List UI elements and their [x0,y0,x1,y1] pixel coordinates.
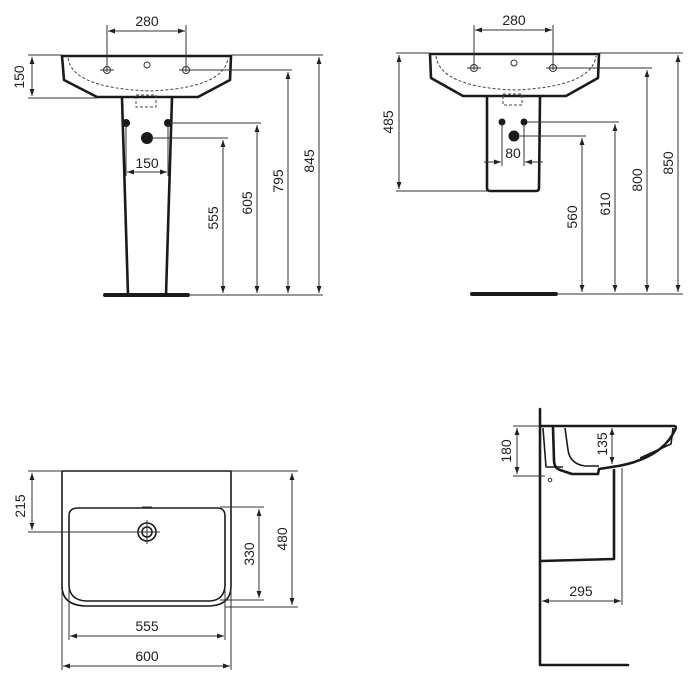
basin-outline [60,54,233,99]
dim-supply-height: 605 [239,191,255,215]
front-rim-outline [639,427,674,459]
dim-bowl-width: 555 [135,618,159,634]
waste-pipe-icon [141,132,153,144]
basin-outline [428,52,601,98]
wall-and-floor-outline [538,407,630,667]
dim-bowl-depth: 135 [594,432,610,456]
bowl-inner-outline [564,427,599,467]
dim-tap-spacing: 280 [502,12,526,28]
dim-rim-height: 845 [301,149,317,173]
semi-pedestal-front-view: 280 485 80 560 610 800 850 [380,12,683,296]
dim-overall-depth: 480 [274,527,290,551]
dim-basin-depth: 150 [11,65,27,89]
back-rim-outline [542,427,563,468]
dim-bowl-depth: 330 [241,542,257,566]
center-hole-icon [510,59,518,67]
fixing-point-icon [547,477,553,483]
dim-fixing-height: 485 [380,110,396,134]
plan-view: 215 330 480 555 600 [12,470,298,670]
dim-tap-height: 800 [629,168,645,192]
supply-right-icon [520,118,528,126]
dim-back-height: 180 [498,439,514,463]
bowl-hidden-line [435,55,597,91]
bowl-hidden-line [67,57,229,92]
waste-outlet-hidden [135,94,157,108]
dim-supply-height: 610 [597,192,613,216]
pedestal-outline [120,96,174,297]
supply-right-icon [164,119,172,127]
dim-overall-width: 600 [135,648,159,664]
waste-pipe-icon [508,130,520,142]
side-view: 180 135 295 [498,407,678,667]
supply-left-icon [498,118,506,126]
dim-supply-spacing: 80 [505,145,521,161]
supply-left-icon [122,119,130,127]
dim-waste-height: 555 [205,206,221,230]
dim-projection: 295 [569,583,593,599]
dim-waste-from-back: 215 [12,494,28,518]
dim-tap-height: 795 [270,169,286,193]
dim-waste-height: 560 [564,205,580,229]
bowl-plan-outline [68,507,226,602]
semi-pedestal-side-outline [539,468,616,563]
center-hole-icon [143,61,151,69]
semi-pedestal-outline [485,95,542,193]
pedestal-front-view: 280 150 150 555 605 795 845 [11,13,323,297]
dim-rim-height: 850 [660,151,676,175]
dim-supply-spacing: 150 [135,155,159,171]
dim-tap-spacing: 280 [135,13,159,29]
